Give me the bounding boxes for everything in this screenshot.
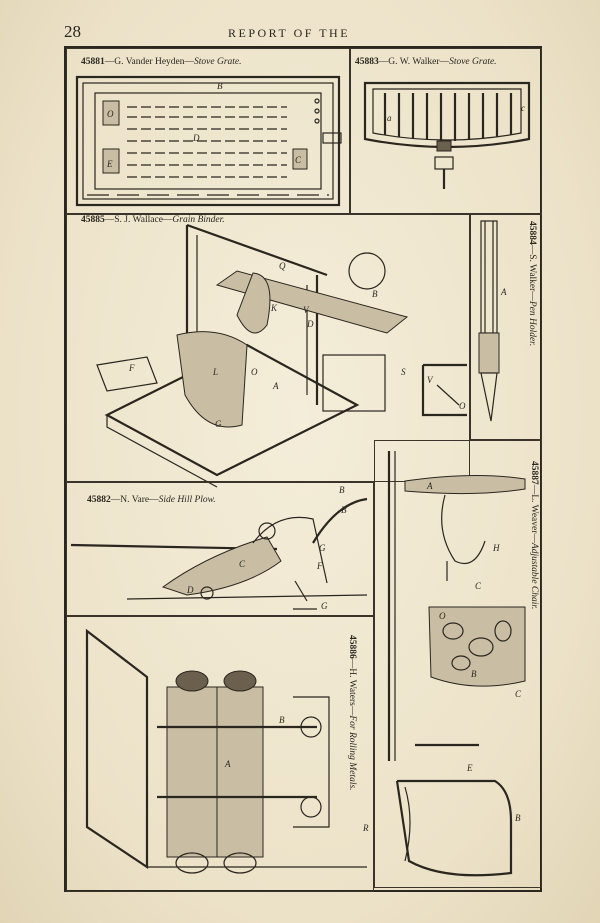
figure-45883-caption: 45883—G. W. Walker—Stove Grate. xyxy=(355,57,497,67)
figure-45885-number: 45885 xyxy=(81,215,105,225)
fig-letter: C xyxy=(295,155,302,165)
fig-letter: V xyxy=(303,305,310,315)
fig-letter: O xyxy=(251,367,258,377)
fig-letter: V xyxy=(427,375,434,385)
figure-45885-inventor: —S. J. Wallace— xyxy=(104,215,173,225)
figure-45883-panel: 45883—G. W. Walker—Stove Grate. a c xyxy=(350,48,542,214)
fig-letter: B xyxy=(471,669,477,679)
fig-letter: a xyxy=(387,113,392,123)
fig-letter: C xyxy=(515,689,522,699)
figure-45882-inventor: —N. Vare— xyxy=(110,495,159,505)
fig-letter: F xyxy=(316,561,323,571)
fig-letter: O xyxy=(459,401,466,411)
fig-letter: E xyxy=(466,763,473,773)
fig-letter: C xyxy=(475,581,482,591)
fig-letter: O xyxy=(107,109,114,119)
fig-letter: A xyxy=(500,287,507,297)
figure-45884-title: Pen Holder. xyxy=(527,300,537,347)
figure-45887-illustration: A H C O B C E B xyxy=(387,451,526,877)
fig-letter: B xyxy=(217,81,223,91)
figure-45882-number: 45882 xyxy=(87,495,111,505)
fig-letter: A xyxy=(224,759,231,769)
fig-letter: E xyxy=(106,159,113,169)
figure-45885-caption: 45885—S. J. Wallace—Grain Binder. xyxy=(81,215,225,225)
figure-45883-illustration: a c xyxy=(363,81,531,189)
figure-45885-illustration: Q B K V D F L O A G S V O xyxy=(96,223,467,488)
figure-45881-title: Stove Grate. xyxy=(194,57,242,67)
figure-45882-caption: 45882—N. Vare—Side Hill Plow. xyxy=(87,495,216,505)
fig-letter: B xyxy=(339,485,345,495)
figure-45883-title: Stove Grate. xyxy=(449,57,497,67)
fig-letter: R xyxy=(362,823,369,833)
figure-45881-inventor: —G. Vander Heyden— xyxy=(104,57,195,67)
figure-45886-illustration: A B R xyxy=(85,628,369,874)
figure-45884-caption: 45884—S. Walker—Pen Holder. xyxy=(527,221,537,346)
figure-45887-caption: 45887—L. Weaver—Adjustable Chair. xyxy=(529,461,539,609)
figure-45886-number: 45886 xyxy=(347,635,357,659)
running-title: REPORT OF THE xyxy=(228,26,351,40)
fig-letter: F xyxy=(128,363,135,373)
figure-45884-illustration: A xyxy=(478,220,507,422)
figure-45881-number: 45881 xyxy=(81,57,105,67)
fig-letter: B xyxy=(515,813,521,823)
fig-letter: S xyxy=(401,367,406,377)
fig-letter: G xyxy=(321,601,328,611)
fig-letter: K xyxy=(270,303,278,313)
figure-45883-number: 45883 xyxy=(355,57,379,67)
fig-letter: A xyxy=(426,481,433,491)
fig-letter: D xyxy=(186,585,194,595)
figure-45884-number: 45884 xyxy=(527,221,537,245)
figure-45881-caption: 45881—G. Vander Heyden—Stove Grate. xyxy=(81,57,242,67)
figure-45887-panel: A H C O B C E B 45887—L. Weaver—Adjustab… xyxy=(374,440,542,888)
fig-letter: H xyxy=(492,543,500,553)
figure-45886-inventor: —H. Waters— xyxy=(347,658,357,716)
figure-45883-inventor: —G. W. Walker— xyxy=(378,57,450,67)
fig-letter: C xyxy=(239,559,246,569)
fig-letter: G xyxy=(215,419,222,429)
figure-45881-panel: 45881—G. Vander Heyden—Stove Grate. xyxy=(66,48,350,214)
figure-45882-title: Side Hill Plow. xyxy=(158,495,216,505)
figure-45886-caption: 45886—H. Waters—For Rolling Metals. xyxy=(347,635,357,791)
fig-letter: A xyxy=(272,381,279,391)
fig-letter: G xyxy=(319,543,326,553)
fig-letter: D xyxy=(306,319,314,329)
figure-45886-panel: A B R 45886—H. Waters—For Rolling Metals… xyxy=(66,616,374,892)
figure-45882-panel: 45882—N. Vare—Side Hill Plow. B B C G F … xyxy=(66,482,374,616)
page-number: 28 xyxy=(64,22,81,41)
figure-45885-panel: 45885—S. J. Wallace—Grain Binder. Q B xyxy=(66,214,470,488)
fig-letter: B xyxy=(372,289,378,299)
figure-45887-title: Adjustable Chair. xyxy=(529,542,539,610)
figure-45882-illustration: B B C G F D G xyxy=(70,485,368,611)
figure-45884-inventor: —S. Walker— xyxy=(527,244,537,301)
fig-letter: B xyxy=(341,505,347,515)
figure-45884-panel: A 45884—S. Walker—Pen Holder. xyxy=(470,214,542,440)
fig-letter: Q xyxy=(279,261,286,271)
figure-plate: 45881—G. Vander Heyden—Stove Grate. xyxy=(64,46,542,892)
figure-45881-illustration: B D O C E xyxy=(75,75,342,207)
figure-45886-title: For Rolling Metals. xyxy=(347,715,357,791)
fig-letter: c xyxy=(521,103,525,113)
figure-45887-inventor: —L. Weaver— xyxy=(529,484,539,543)
fig-letter: O xyxy=(439,611,446,621)
figure-45885-title: Grain Binder. xyxy=(172,215,225,225)
fig-letter: B xyxy=(279,715,285,725)
fig-letter: L xyxy=(212,367,218,377)
fig-letter: D xyxy=(192,133,200,143)
figure-45887-number: 45887 xyxy=(529,461,539,485)
